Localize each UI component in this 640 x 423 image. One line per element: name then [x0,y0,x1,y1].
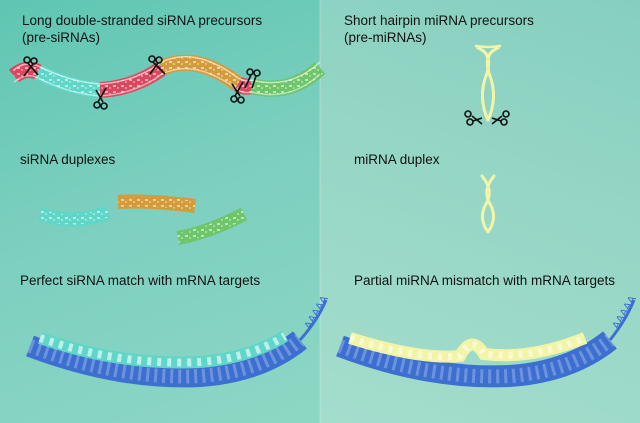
polya-tail-label: AAAAA [302,293,331,331]
scissors-icon [230,81,245,104]
panel-divider [319,0,321,423]
pre-sirna-label: Long double-stranded siRNA precursors (p… [22,13,263,45]
polya-tail-label: AAAAA [610,293,639,331]
sirna-mrna-perfect-match [26,299,328,388]
scissors-icon [244,68,261,89]
perfect-match-label: Perfect siRNA match with mRNA targets [20,273,261,288]
sirna-duplex-green [176,207,248,245]
pre-mirna-hairpin [474,44,502,122]
scissors-icon [148,55,166,75]
mirna-duplex [480,174,496,234]
scissors-icon [23,56,39,77]
pre-sirna-strand [8,54,326,98]
mirna-mrna-partial-mismatch [336,299,636,388]
sirna-duplex-cyan [37,205,111,227]
pre-mirna-label: Short hairpin miRNA precursors (pre-miRN… [344,13,534,45]
mirna-duplex-label: miRNA duplex [354,152,440,167]
scissors-icon [93,87,108,110]
scissors-icon [491,110,510,126]
partial-mismatch-label: Partial miRNA mismatch with mRNA targets [354,273,616,288]
scissors-icon [464,110,483,126]
sirna-duplex-orange [117,194,196,213]
sirna-duplexes-label: siRNA duplexes [20,152,116,167]
